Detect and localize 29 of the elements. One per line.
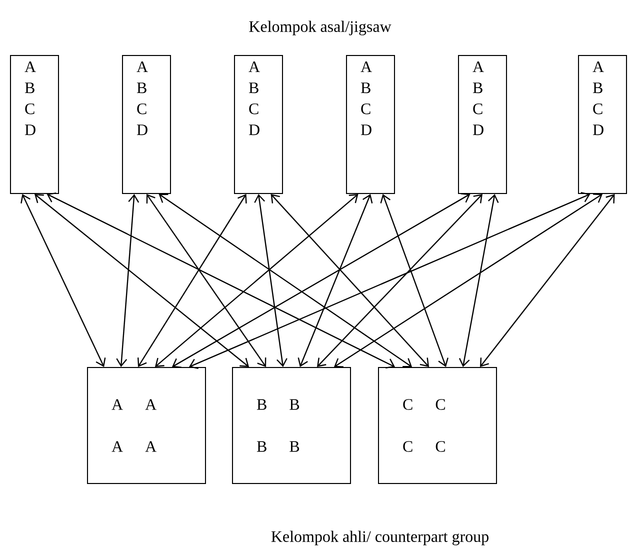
arrow <box>146 194 266 367</box>
group-box: A B C D <box>122 55 171 194</box>
group-box: A B C D <box>458 55 507 194</box>
arrow <box>298 194 373 367</box>
arrow <box>254 194 288 367</box>
arrow <box>137 194 247 367</box>
group-box: A B C D <box>10 55 59 194</box>
arrow <box>34 194 250 367</box>
arrow <box>20 194 106 367</box>
group-box: C C C C <box>378 367 497 484</box>
arrow <box>158 194 412 368</box>
group-box: A B C D <box>346 55 395 194</box>
arrow <box>270 194 430 367</box>
arrow <box>116 194 140 367</box>
arrow <box>480 194 615 367</box>
group-box: A B C D <box>234 55 283 194</box>
group-box: B B B B <box>232 367 351 484</box>
arrow <box>316 194 482 367</box>
arrow <box>188 192 590 369</box>
arrow <box>172 193 470 368</box>
arrow <box>154 194 358 367</box>
arrow <box>458 194 499 367</box>
arrow <box>46 192 396 368</box>
arrow <box>334 194 602 368</box>
heading: Kelompok asal/jigsaw <box>249 20 392 36</box>
arrow <box>380 194 448 367</box>
caption: Kelompok ahli/ counterpart group <box>271 530 488 546</box>
group-box: A A A A <box>87 367 206 484</box>
group-box: A B C D <box>578 55 627 194</box>
